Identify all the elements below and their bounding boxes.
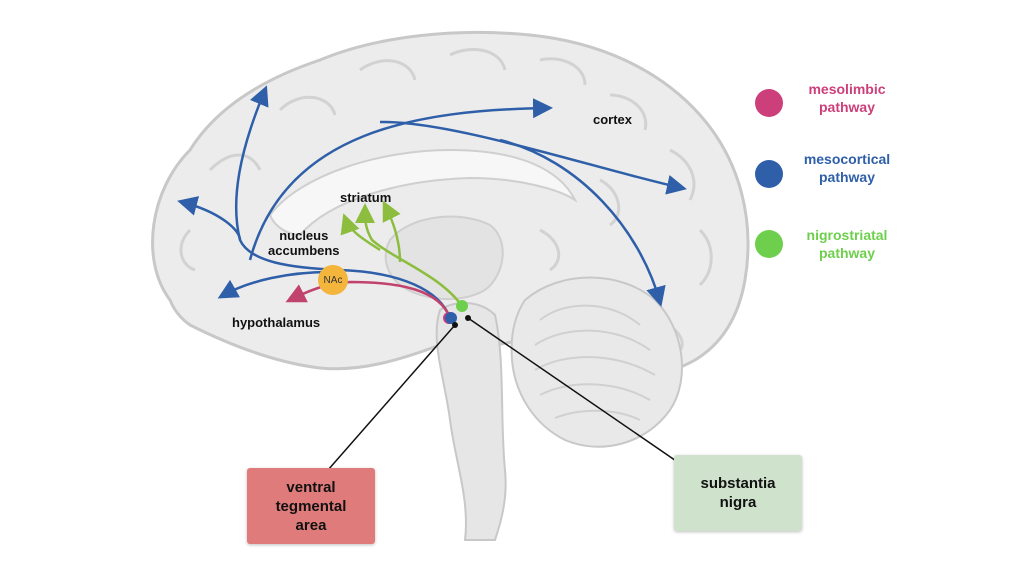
nigrostriatal-legend-label: nigrostriatal pathway [806, 227, 888, 261]
thalamus-region [384, 215, 504, 301]
nucleus-accumbens-label: nucleus accumbens [268, 228, 340, 258]
mesocortical-legend-label: mesocortical pathway [803, 151, 891, 185]
mesocortical-arrows [177, 85, 687, 319]
hypothalamus-label: hypothalamus [232, 315, 321, 330]
sn-leader-dot [465, 315, 471, 321]
vta-leader-dot [452, 322, 458, 328]
nac-node: NAc [318, 265, 348, 295]
sn-green-dot [456, 300, 468, 312]
vta-blue-dot [445, 312, 457, 324]
mesolimbic-arrows [285, 280, 452, 319]
substantia-nigra-callout-box: substantia nigra [674, 455, 802, 531]
mesolimbic-legend-label: mesolimbic pathway [808, 81, 886, 115]
nigrostriatal-arrows [340, 200, 464, 307]
brainstem [435, 302, 507, 541]
mesolimbic-legend-dot [755, 89, 783, 117]
corpus-callosum [268, 148, 578, 237]
mesocortical-legend-dot [755, 160, 783, 188]
cerebellum [510, 276, 683, 448]
cerebellum-folia [534, 304, 656, 421]
leader-lines [327, 317, 683, 471]
nigrostriatal-legend-dot [755, 230, 783, 258]
gyri-lines [179, 48, 713, 357]
vta-callout-box: ventral tegmental area [247, 468, 375, 544]
cortex-label: cortex [593, 112, 633, 127]
striatum-label: striatum [340, 190, 392, 205]
